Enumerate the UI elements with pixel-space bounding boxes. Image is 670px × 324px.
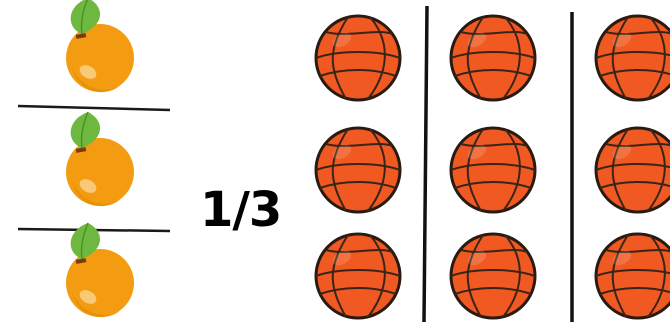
basketball-icon — [316, 234, 400, 318]
basketball-icon — [451, 234, 535, 318]
basketball-icon — [596, 128, 670, 212]
oranges-column — [18, 0, 170, 317]
basketball-icon — [451, 16, 535, 100]
basketball-icon — [451, 128, 535, 212]
orange-icon — [66, 223, 134, 317]
basketball-icon — [316, 16, 400, 100]
orange-icon — [66, 112, 134, 206]
fraction-label: 1/3 — [200, 186, 281, 234]
orange-icon — [66, 0, 134, 92]
divider-line — [18, 106, 170, 110]
basketball-grid — [316, 6, 670, 322]
basketball-icon — [316, 128, 400, 212]
basketball-icon — [596, 16, 670, 100]
group-divider — [424, 6, 427, 322]
basketball-icon — [596, 234, 670, 318]
